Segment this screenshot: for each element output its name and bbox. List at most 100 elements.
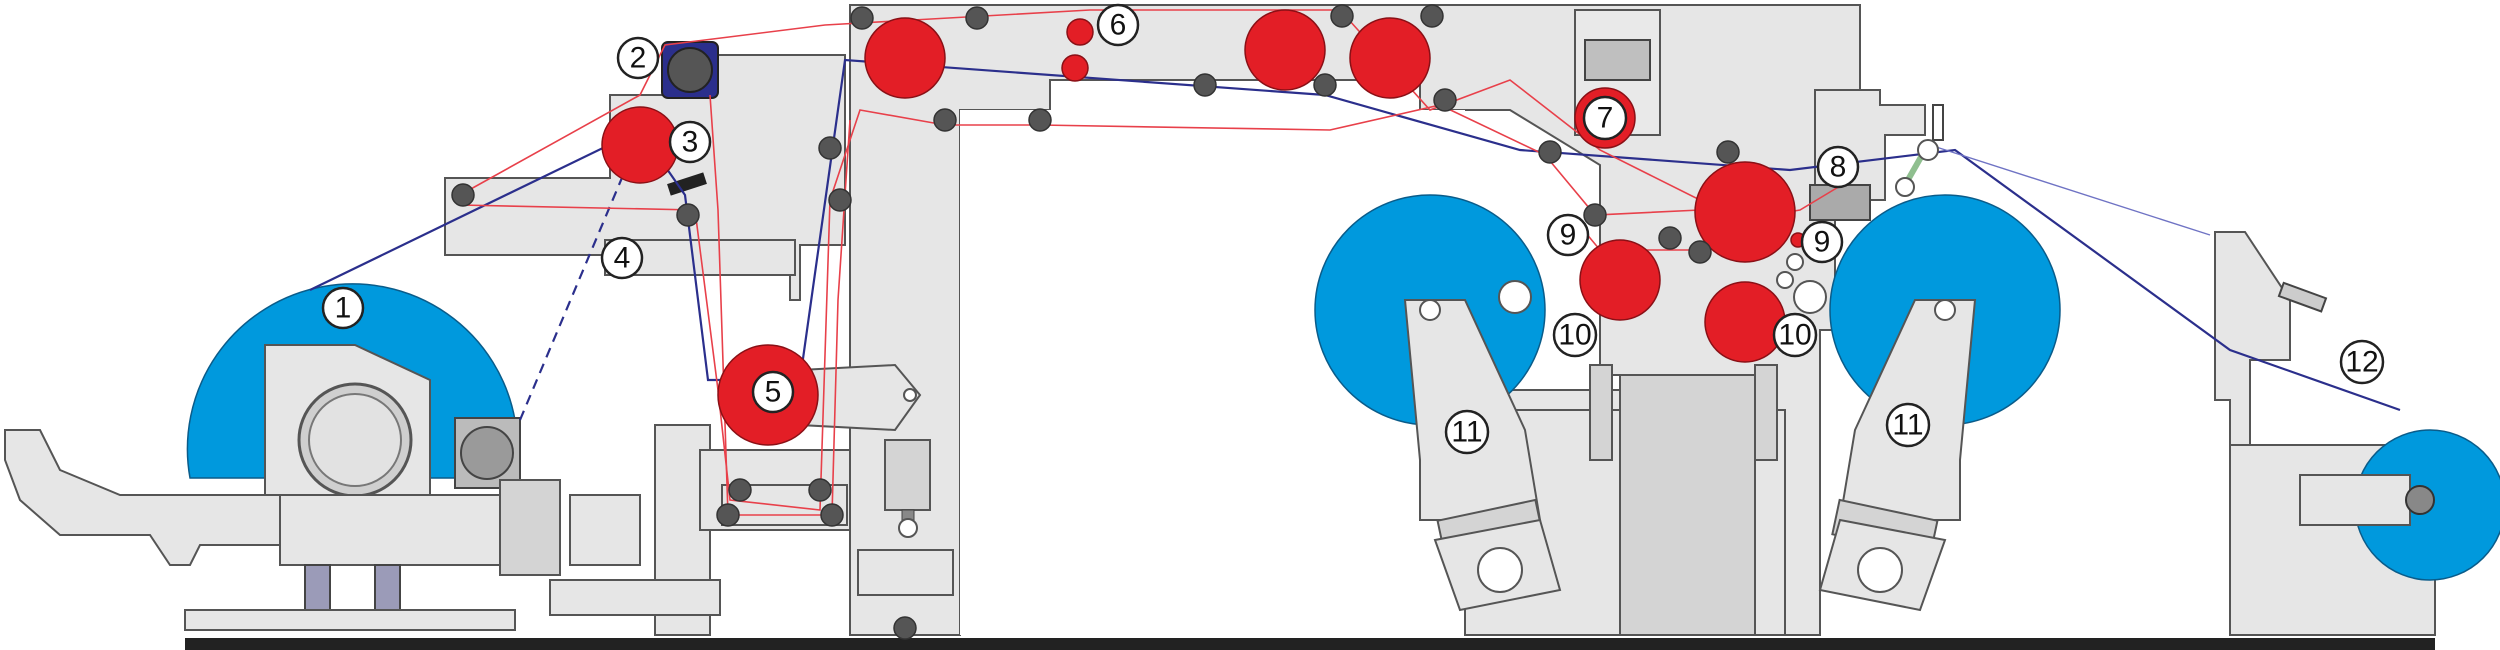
roll-6-small-b [1061, 54, 1089, 82]
rewind-left [1314, 194, 1562, 612]
callout-7-label: 7 [1597, 102, 1614, 135]
roll-top-right [1349, 17, 1431, 99]
callout-11-right: 11 [1885, 402, 1931, 448]
floor-line [185, 638, 2435, 650]
callout-2-label: 2 [630, 42, 647, 75]
cylinder-body [884, 439, 931, 511]
unwind-pedestal-2 [374, 564, 401, 611]
cylinder-pivot [903, 388, 917, 402]
cylinder-foot [898, 518, 918, 538]
idler [1688, 240, 1712, 264]
callout-6-label: 6 [1110, 9, 1127, 42]
callout-5-label: 5 [765, 376, 782, 409]
callout-11-right-circle [1885, 402, 1931, 448]
callout-5: 5 [751, 370, 795, 414]
callout-9-left: 9 [1546, 213, 1590, 257]
callout-3-circle [668, 120, 712, 164]
idler [728, 478, 752, 502]
callout-3-label: 3 [682, 126, 699, 159]
rail-foot [549, 579, 721, 616]
rewinder-12-core [2405, 485, 2435, 515]
rewinder-12 [2214, 231, 2500, 636]
rewind-core-right [1934, 299, 1956, 321]
contact-roller-right [1793, 280, 1827, 314]
cylinder-base [857, 549, 954, 596]
callout-2: 2 [616, 36, 660, 80]
callout-1-circle [321, 286, 365, 330]
callout-11-left-circle [1444, 409, 1490, 455]
unwind-motor-fan [460, 426, 514, 480]
unwind-gearbox [499, 479, 561, 576]
motor-7 [1584, 39, 1651, 81]
idler [1658, 226, 1682, 250]
roll-top-mid [1244, 9, 1326, 91]
knife-block [1809, 184, 1871, 221]
callout-12: 12 [2339, 339, 2385, 385]
callout-7: 7 [1582, 95, 1628, 141]
web-blue-right [1929, 144, 2211, 236]
unwind-feet [184, 609, 516, 631]
unwind-drive-box [569, 494, 641, 566]
idler [850, 6, 874, 30]
contact-cylinder-left [1589, 364, 1613, 461]
idler [1193, 73, 1217, 97]
callout-1-label: 1 [335, 292, 352, 325]
roll-3 [601, 106, 679, 184]
callout-6-circle [1096, 3, 1140, 47]
callout-9-right: 9 [1800, 220, 1844, 264]
contact-cylinder-right [1754, 364, 1778, 461]
callout-6: 6 [1096, 3, 1140, 47]
main-frame [699, 4, 1861, 636]
idler [1583, 203, 1607, 227]
winder-device-2-core [667, 47, 713, 93]
idler [818, 136, 842, 160]
contact-roller-left [1498, 280, 1532, 314]
callout-1: 1 [321, 286, 365, 330]
idler [676, 203, 700, 227]
callout-9-left-label: 9 [1560, 219, 1577, 252]
rewind-motor-right-hub [1857, 547, 1903, 593]
idler [1538, 140, 1562, 164]
central-pillar [1619, 374, 1756, 636]
callout-9-left-circle [1546, 213, 1590, 257]
rewind-right [1818, 194, 2061, 612]
contact-rollers [1498, 280, 1827, 461]
callout-12-circle [2339, 339, 2385, 385]
callout-4-circle [600, 236, 644, 280]
callout-10-right-circle [1772, 312, 1818, 358]
idler [808, 478, 832, 502]
idler-white [1895, 177, 1915, 197]
idler [965, 6, 989, 30]
callout-10-left-label: 10 [1558, 319, 1591, 352]
idler [1330, 4, 1354, 28]
idler [893, 616, 917, 640]
callout-11-right-label: 11 [1892, 409, 1923, 442]
callout-8: 8 [1816, 145, 1860, 189]
callout-10-right: 10 [1772, 312, 1818, 358]
unwind-pedestal-1 [304, 564, 331, 611]
idler [1716, 140, 1740, 164]
callout-12-label: 12 [2345, 346, 2378, 379]
rewind-core-left [1419, 299, 1441, 321]
idler [451, 183, 475, 207]
rewind-motor-left-hub [1477, 547, 1523, 593]
callout-9-right-label: 9 [1814, 226, 1831, 259]
callout-10-left: 10 [1552, 312, 1598, 358]
idler [820, 503, 844, 527]
callout-2-circle [616, 36, 660, 80]
idler [1433, 88, 1457, 112]
roll-6-small-a [1066, 18, 1094, 46]
rewinder-12-arm [2299, 474, 2411, 526]
callout-8-circle [1816, 145, 1860, 189]
idler [828, 188, 852, 212]
callout-11-left-label: 11 [1451, 416, 1482, 449]
idler-rollers [451, 4, 1939, 640]
turner-bar [667, 172, 707, 196]
web-blue-main [309, 58, 2401, 412]
callout-5-circle [751, 370, 795, 414]
callout-10-left-circle [1552, 312, 1598, 358]
roll-mid-right [1704, 281, 1786, 363]
idler [1313, 73, 1337, 97]
rewinder-12-cylinder [2277, 281, 2328, 313]
